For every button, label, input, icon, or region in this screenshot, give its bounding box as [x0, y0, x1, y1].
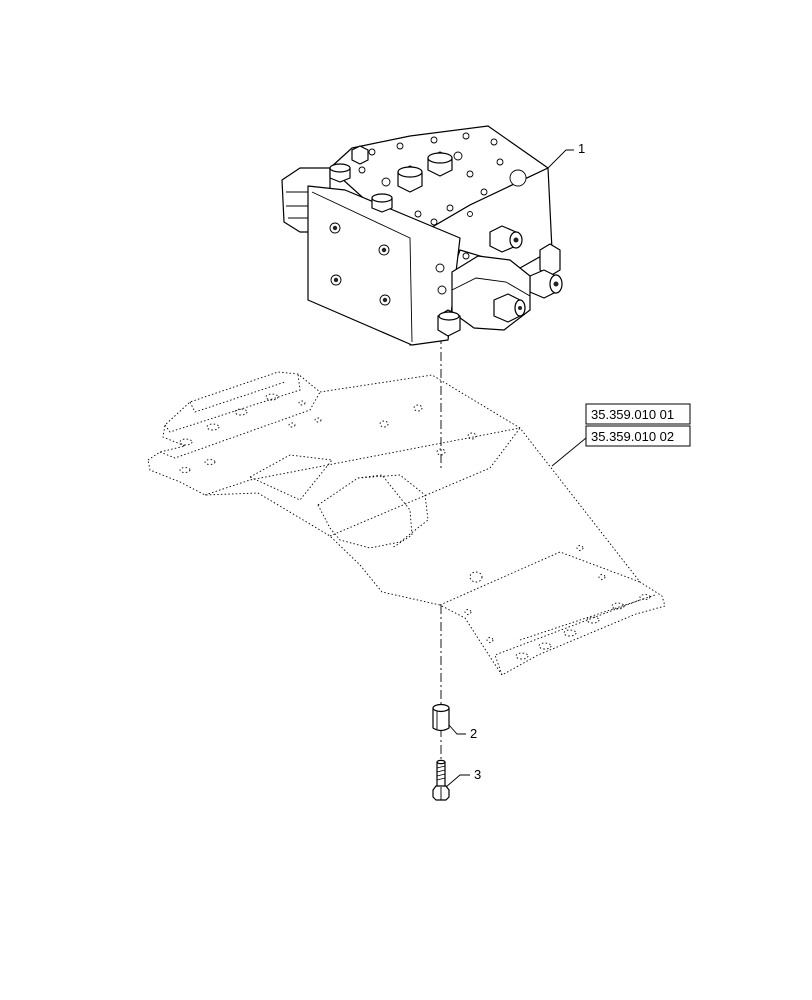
callout-2: 2: [448, 724, 477, 741]
reference-link-1[interactable]: [585, 403, 691, 425]
callout-1: 1: [547, 141, 585, 169]
plate-slots-right: [515, 594, 651, 660]
callout-2-label: 2: [470, 726, 477, 741]
valve-mount-plate: [307, 185, 461, 346]
valve-side-fittings: [489, 225, 563, 299]
callout-1-label: 1: [578, 141, 585, 156]
reference-label-2[interactable]: 35.359.010 02: [591, 429, 674, 444]
control-valve: [281, 125, 563, 346]
spacer-bushing: [432, 703, 450, 732]
plate-holes: [379, 404, 606, 643]
valve-top-fittings: [329, 145, 453, 213]
callout-3: 3: [445, 767, 481, 788]
valve-top-ports: [358, 132, 527, 226]
mounting-plate: [147, 371, 666, 676]
reference-box: 35.359.010 01 35.359.010 02: [551, 403, 691, 467]
hex-bolt: [432, 759, 450, 801]
callout-3-label: 3: [474, 767, 481, 782]
reference-link-2[interactable]: [585, 425, 691, 447]
plate-slots-left: [179, 393, 322, 473]
reference-label-1[interactable]: 35.359.010 01: [591, 407, 674, 422]
valve-actuator: [435, 252, 531, 337]
